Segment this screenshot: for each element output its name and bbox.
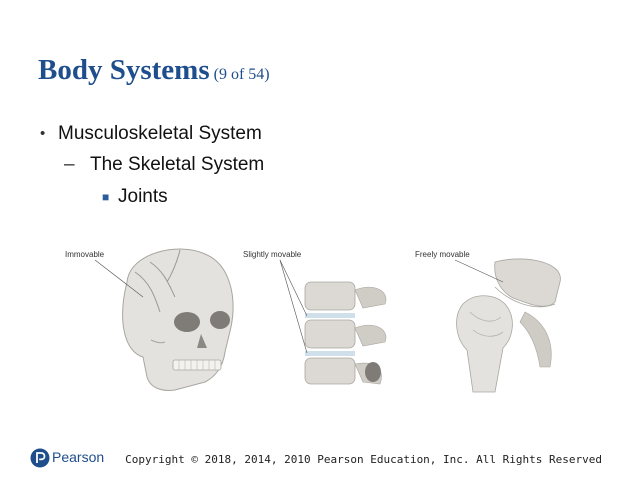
bullet-text: Joints: [118, 186, 168, 207]
slide-title: Body Systems(9 of 54): [38, 54, 270, 87]
bullet-text: The Skeletal System: [90, 154, 265, 175]
label-freely-movable: Freely movable: [415, 250, 470, 259]
title-text: Body Systems: [38, 54, 210, 86]
freely-movable-pointer-line: [454, 259, 504, 283]
pearson-logo-icon: [30, 448, 50, 468]
slightly-movable-pointer-line: [279, 259, 308, 317]
slightly-movable-pointer-line-2: [279, 259, 308, 354]
joints-illustration: Immovable Slightly movable Freely movabl…: [55, 242, 585, 394]
bullet-list: • Musculoskeletal System – The Skeletal …: [40, 122, 600, 212]
bullet-dash-icon: –: [64, 154, 75, 175]
bullet-square-icon: ■: [102, 190, 110, 204]
bullet-dot-icon: •: [40, 125, 46, 142]
bullet-level-1: • Musculoskeletal System: [40, 122, 600, 152]
title-counter: (9 of 54): [213, 66, 270, 83]
vertebrae-icon: [304, 281, 387, 385]
pearson-logo-text: Pearson: [52, 449, 105, 465]
joints-figure-svg: [94, 248, 561, 393]
freely-movable-joint-icon: [456, 258, 561, 393]
copyright-notice: Copyright © 2018, 2014, 2010 Pearson Edu…: [125, 453, 602, 466]
label-immovable: Immovable: [65, 250, 105, 259]
slide-footer: Pearson Copyright © 2018, 2014, 2010 Pea…: [0, 440, 638, 478]
bullet-level-3: ■ Joints: [40, 184, 600, 212]
pearson-logo: Pearson: [30, 448, 110, 470]
skull-icon: [122, 248, 234, 391]
bullet-text: Musculoskeletal System: [58, 123, 262, 144]
label-slightly-movable: Slightly movable: [243, 250, 302, 259]
immovable-pointer-line: [94, 259, 144, 298]
bullet-level-2: – The Skeletal System: [40, 152, 600, 184]
